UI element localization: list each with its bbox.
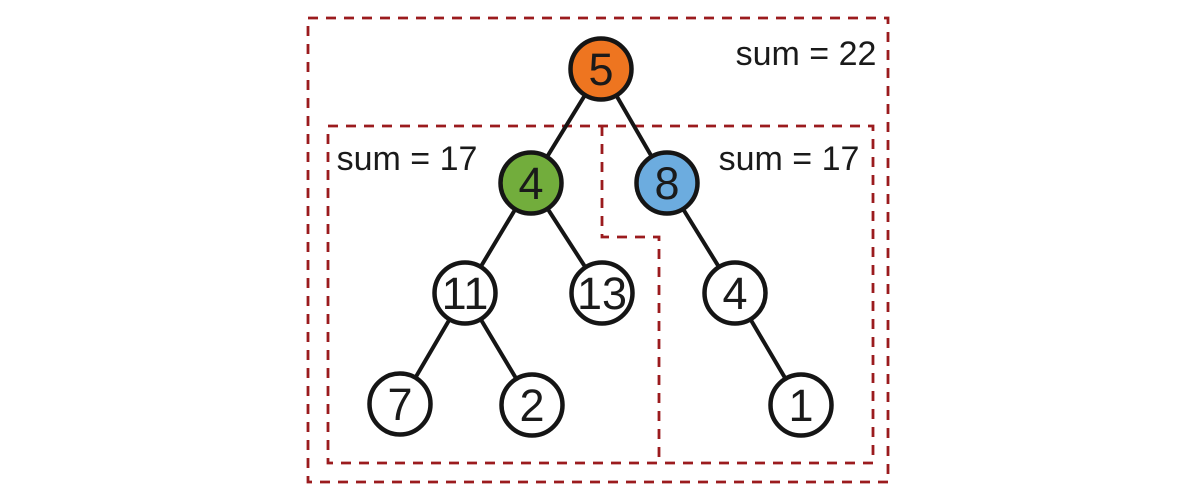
right-subtree-sum-label: sum = 17 <box>719 140 860 178</box>
node-8-circle <box>634 150 700 216</box>
node-1-circle <box>768 372 834 438</box>
tree-node: 1 <box>768 372 834 438</box>
tree-node: 2 <box>499 372 565 438</box>
tree-edges <box>398 67 803 407</box>
whole-tree-sum-label: sum = 22 <box>736 35 877 73</box>
node-4-left-value: 4 <box>518 158 543 209</box>
node-4-right-circle <box>702 260 768 326</box>
node-4-right-value: 4 <box>722 268 747 319</box>
node-2-circle <box>499 372 565 438</box>
node-5-value: 5 <box>588 44 613 95</box>
node-7-circle <box>367 371 433 437</box>
tree-node: 11 <box>432 260 498 326</box>
left-subtree-sum-label: sum = 17 <box>337 140 478 178</box>
tree-node-left: 4 <box>498 150 564 216</box>
subtrees-region-box <box>326 124 875 465</box>
tree-node: 4 <box>702 260 768 326</box>
tree-node: 7 <box>367 371 433 437</box>
node-4-left-circle <box>498 150 564 216</box>
node-13-circle <box>569 260 635 326</box>
sum-labels: sum = 22 sum = 17 sum = 17 <box>337 35 877 178</box>
tree-node: 13 <box>569 260 635 326</box>
sum-regions <box>306 16 890 484</box>
tree-node-right: 8 <box>634 150 700 216</box>
node-5-circle <box>568 36 634 102</box>
node-1-value: 1 <box>788 380 813 431</box>
tree-node-root: 5 <box>568 36 634 102</box>
node-8-value: 8 <box>654 158 679 209</box>
node-11-value: 11 <box>442 268 489 319</box>
whole-tree-region-box <box>306 16 890 484</box>
tree-nodes: 5 4 8 11 13 4 <box>367 36 834 438</box>
node-7-value: 7 <box>387 379 412 430</box>
node-11-circle <box>432 260 498 326</box>
subtree-divider-line <box>600 126 661 463</box>
node-13-value: 13 <box>577 268 627 319</box>
node-2-value: 2 <box>519 380 544 431</box>
